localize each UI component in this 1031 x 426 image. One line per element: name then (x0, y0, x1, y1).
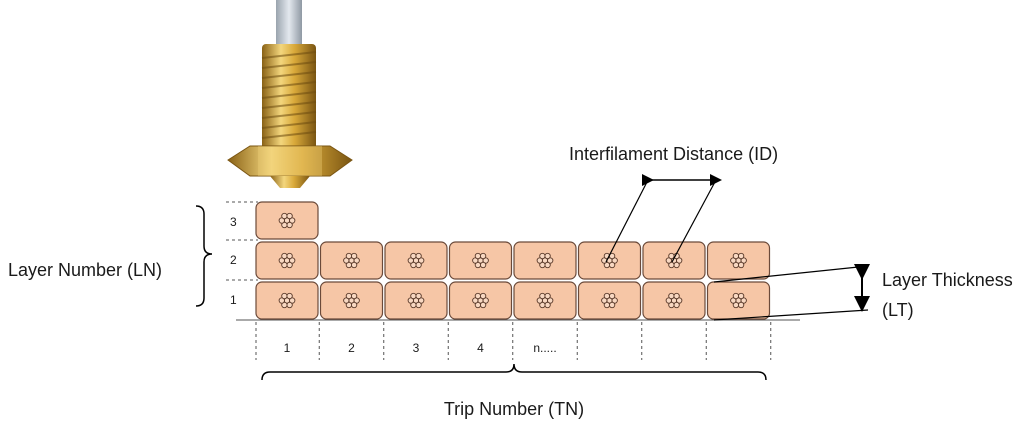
filament-cell (255, 201, 319, 240)
deposited-filament-grid (255, 201, 771, 320)
fiber-bundle-icon (472, 292, 489, 309)
fiber-bundle-icon (665, 252, 683, 269)
trip-tick-3: 3 (413, 341, 420, 355)
filament-cell (577, 241, 642, 280)
fiber-bundle-icon (278, 212, 296, 229)
filament-cell (706, 241, 771, 280)
filament-cell (513, 281, 577, 320)
nozzle-icon (227, 0, 353, 188)
fiber-bundle-icon (536, 252, 554, 269)
filament-cell (384, 281, 448, 320)
layer-tick-3: 3 (230, 215, 237, 229)
interfilament-distance-label: Interfilament Distance (ID) (569, 144, 778, 164)
filament-cell (448, 281, 513, 320)
trip-tick-5: n..... (533, 341, 556, 355)
filament-cell (642, 241, 706, 280)
layer-number-label: Layer Number (LN) (8, 260, 162, 280)
fiber-bundle-icon (601, 252, 618, 269)
fiber-bundle-icon (730, 252, 747, 269)
filament-cell (319, 241, 384, 280)
fiber-bundle-icon (407, 292, 425, 309)
fiber-bundle-icon (407, 252, 425, 269)
fiber-bundle-icon (601, 292, 618, 309)
trip-tick-1: 1 (284, 341, 291, 355)
fiber-bundle-icon (343, 292, 360, 309)
trip-guides (255, 322, 772, 360)
trip-bracket (261, 363, 767, 381)
fiber-bundle-icon (536, 292, 554, 309)
layer-thickness-marker (713, 264, 870, 321)
filament-cell (706, 281, 771, 320)
filament-cell (384, 241, 448, 280)
fiber-bundle-icon (665, 292, 683, 309)
fiber-bundle-icon (343, 252, 360, 269)
trip-tick-2: 2 (348, 341, 355, 355)
fiber-bundle-icon (278, 252, 296, 269)
layer-thickness-label: Layer Thickness (882, 270, 1013, 290)
filament-cell (255, 281, 319, 320)
layer-tick-1: 1 (230, 293, 237, 307)
trip-tick-4: 4 (477, 341, 484, 355)
filament-cell (577, 281, 642, 320)
interfilament-distance-arrow (605, 174, 722, 263)
layer-thickness-label-unit: (LT) (882, 300, 914, 320)
trip-number-label: Trip Number (TN) (444, 399, 584, 419)
layer-guides (226, 201, 800, 321)
filament-cell (448, 241, 513, 280)
fiber-bundle-icon (730, 292, 747, 309)
fiber-bundle-icon (278, 292, 296, 309)
layer-bracket (195, 205, 213, 307)
filament-cell (642, 281, 706, 320)
trip-ticks: 1 2 3 4 n..... (284, 341, 557, 355)
layer-tick-2: 2 (230, 253, 237, 267)
filament-cell (513, 241, 577, 280)
filament-cell (255, 241, 319, 280)
fiber-bundle-icon (472, 252, 489, 269)
filament-cell (319, 281, 384, 320)
